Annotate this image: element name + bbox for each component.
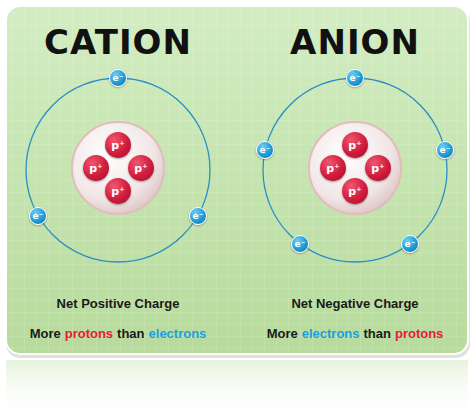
caption-word: electrons <box>302 326 360 341</box>
particle-symbol: p⁺ <box>371 163 385 174</box>
label-line: Net Positive Charge <box>57 296 180 311</box>
caption-word: Net Positive Charge <box>57 296 180 311</box>
particle-symbol: p⁺ <box>134 163 148 174</box>
label-line: ANION <box>290 22 420 62</box>
caption-word: than <box>117 326 144 341</box>
electron-particle: e⁻ <box>291 235 309 253</box>
particle-symbol: e⁻ <box>350 74 361 83</box>
label-line: More electrons than protons <box>267 326 444 341</box>
panel-grid <box>6 6 468 354</box>
electron-particle: e⁻ <box>256 141 274 159</box>
label-line: Net Negative Charge <box>291 296 418 311</box>
proton-particle: p⁺ <box>320 155 346 181</box>
particle-symbol: e⁻ <box>405 240 416 249</box>
proton-particle: p⁺ <box>105 178 131 204</box>
orbit-ring <box>263 78 447 262</box>
electron-particle: e⁻ <box>29 207 47 225</box>
ion-title: CATION <box>44 22 192 62</box>
particle-symbol: p⁺ <box>111 140 125 151</box>
electron-particle: e⁻ <box>109 69 127 87</box>
electron-particle: e⁻ <box>436 141 454 159</box>
particle-symbol: p⁺ <box>348 140 362 151</box>
label-line: CATION <box>44 22 192 62</box>
panel-reflection <box>6 360 468 419</box>
proton-particle: p⁺ <box>365 155 391 181</box>
caption-word: Net Negative Charge <box>291 296 418 311</box>
proton-particle: p⁺ <box>105 132 131 158</box>
particle-symbol: e⁻ <box>33 212 44 221</box>
particle-symbol: e⁻ <box>193 212 204 221</box>
particle-symbol: p⁺ <box>348 186 362 197</box>
proton-particle: p⁺ <box>83 155 109 181</box>
nucleus <box>309 122 401 214</box>
proton-particle: p⁺ <box>128 155 154 181</box>
caption-word: than <box>364 326 391 341</box>
label-line: More protons than electrons <box>30 326 207 341</box>
caption-word: electrons <box>149 326 207 341</box>
particle-symbol: e⁻ <box>260 146 271 155</box>
orbit-ring <box>26 78 210 262</box>
electron-particle: e⁻ <box>189 207 207 225</box>
caption-word: protons <box>65 326 113 341</box>
caption-word: protons <box>395 326 443 341</box>
caption-word: More <box>30 326 61 341</box>
nucleus <box>72 122 164 214</box>
particle-symbol: p⁺ <box>111 186 125 197</box>
particle-symbol: p⁺ <box>326 163 340 174</box>
proton-particle: p⁺ <box>342 178 368 204</box>
ion-title: ANION <box>290 22 420 62</box>
proton-particle: p⁺ <box>342 132 368 158</box>
particle-symbol: e⁻ <box>295 240 306 249</box>
electron-particle: e⁻ <box>401 235 419 253</box>
particle-symbol: e⁻ <box>113 74 124 83</box>
caption-word: More <box>267 326 298 341</box>
panel <box>6 6 468 354</box>
particle-symbol: e⁻ <box>440 146 451 155</box>
electron-particle: e⁻ <box>346 69 364 87</box>
particle-symbol: p⁺ <box>89 163 103 174</box>
